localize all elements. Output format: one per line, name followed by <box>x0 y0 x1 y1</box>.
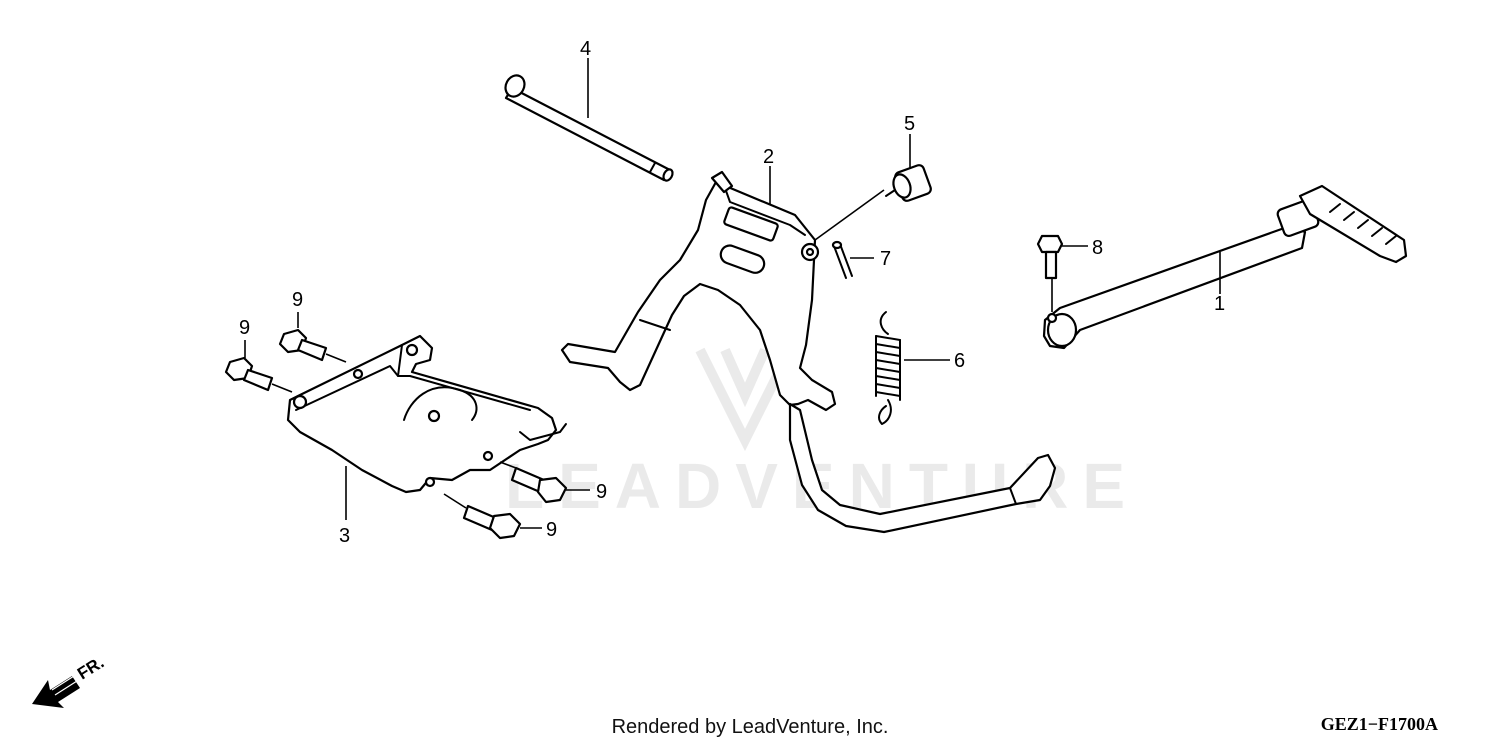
callout-9-c: 9 <box>596 481 607 503</box>
callout-3: 3 <box>339 525 350 547</box>
leader-lines <box>244 58 1221 529</box>
callout-5: 5 <box>904 113 915 135</box>
callout-8: 8 <box>1092 237 1103 259</box>
bolt-part-8[interactable] <box>1036 234 1064 280</box>
front-arrow-icon <box>32 676 80 708</box>
cotter-pin-part-7[interactable] <box>831 240 853 279</box>
bracket-part-3[interactable] <box>286 334 567 494</box>
pedal-arm-part-1[interactable] <box>1042 184 1408 350</box>
callout-6: 6 <box>954 350 965 372</box>
spring-part-6[interactable] <box>875 311 901 425</box>
callout-9-a: 9 <box>292 289 303 311</box>
callout-9-b: 9 <box>239 317 250 339</box>
main-stand-part-2[interactable] <box>560 170 1057 534</box>
bolt-9-lower-left[interactable] <box>462 504 522 540</box>
diagram-code: GEZ1−F1700A <box>1320 714 1438 734</box>
callouts: 4 2 5 7 6 8 1 3 9 9 9 9 <box>239 38 1225 547</box>
pin-part-4[interactable] <box>502 72 674 182</box>
callout-9-d: 9 <box>546 519 557 541</box>
bolt-9-upper-left[interactable] <box>224 356 274 392</box>
callout-1: 1 <box>1214 293 1225 315</box>
render-credit: Rendered by LeadVenture, Inc. <box>611 716 889 738</box>
front-direction-label: FR. <box>74 653 107 684</box>
stopper-part-5[interactable] <box>885 164 932 202</box>
bolt-9-lower-right[interactable] <box>510 466 568 504</box>
bolt-9-upper-right[interactable] <box>278 328 328 362</box>
callout-4: 4 <box>580 38 591 60</box>
callout-2: 2 <box>763 146 774 168</box>
callout-7: 7 <box>880 248 891 270</box>
front-direction-indicator: FR. <box>32 653 107 708</box>
